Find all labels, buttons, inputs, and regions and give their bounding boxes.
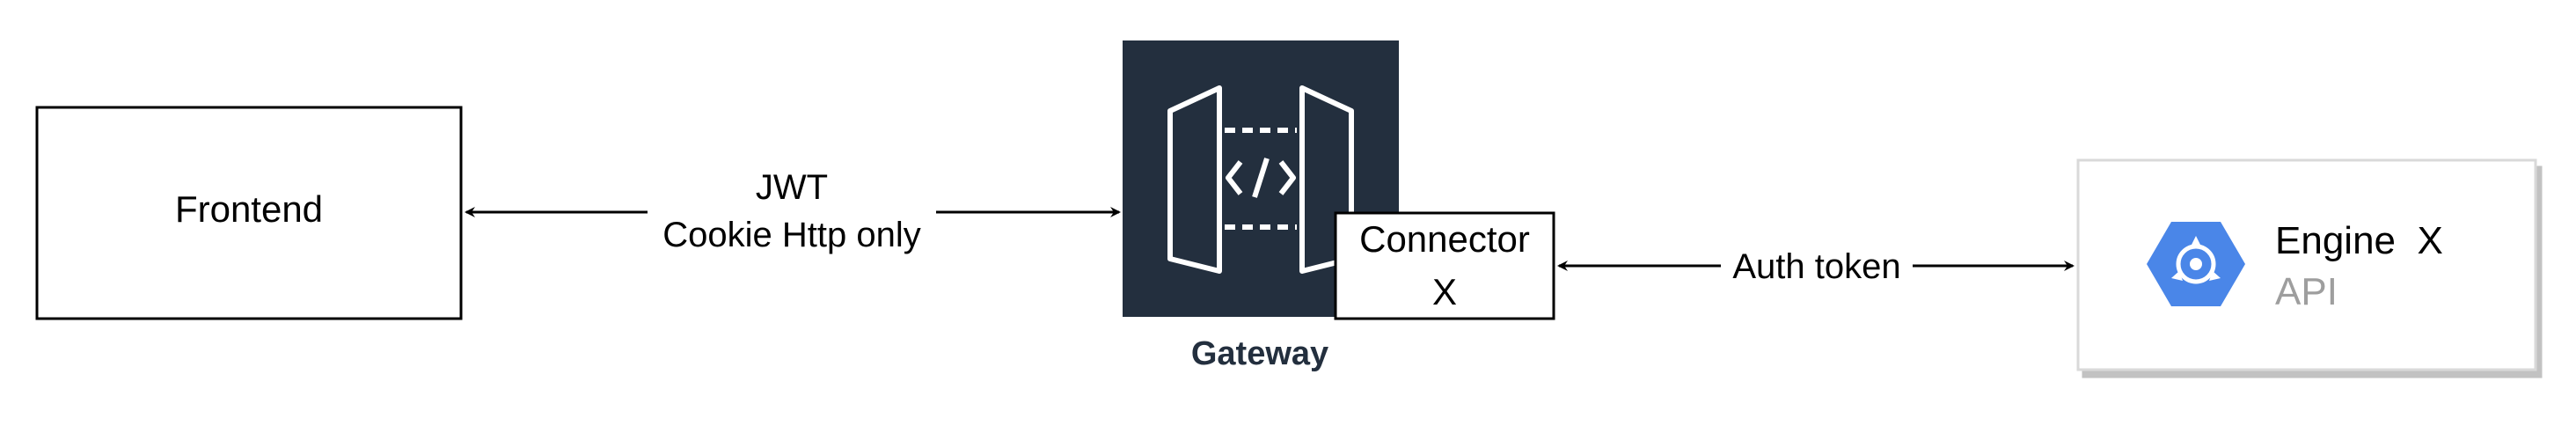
edge-label-jwt: JWT [756,168,828,207]
edge-frontend-gateway: JWT Cookie Http only [465,168,1121,254]
edge-label-cookie: Cookie Http only [662,216,920,254]
frontend-label: Frontend [175,188,323,230]
gateway-label: Gateway [1191,335,1328,372]
api-gateway-icon [1167,85,1354,274]
gateway-node[interactable]: Gateway [1123,40,1399,372]
frontend-node[interactable]: Frontend [35,106,463,320]
edge-connector-engine: Auth token [1557,247,2075,286]
connector-label-line2: X [1432,271,1457,312]
edge-label-auth-token: Auth token [1732,247,1900,286]
engine-subtitle: API [2275,270,2338,313]
connector-label-line1: Connector [1359,218,1530,260]
connector-node[interactable]: Connector X [1334,211,1555,320]
engine-node[interactable]: Engine X API [2076,158,2537,371]
engine-hexagon-icon [2147,222,2245,306]
engine-title: Engine X [2275,219,2443,262]
